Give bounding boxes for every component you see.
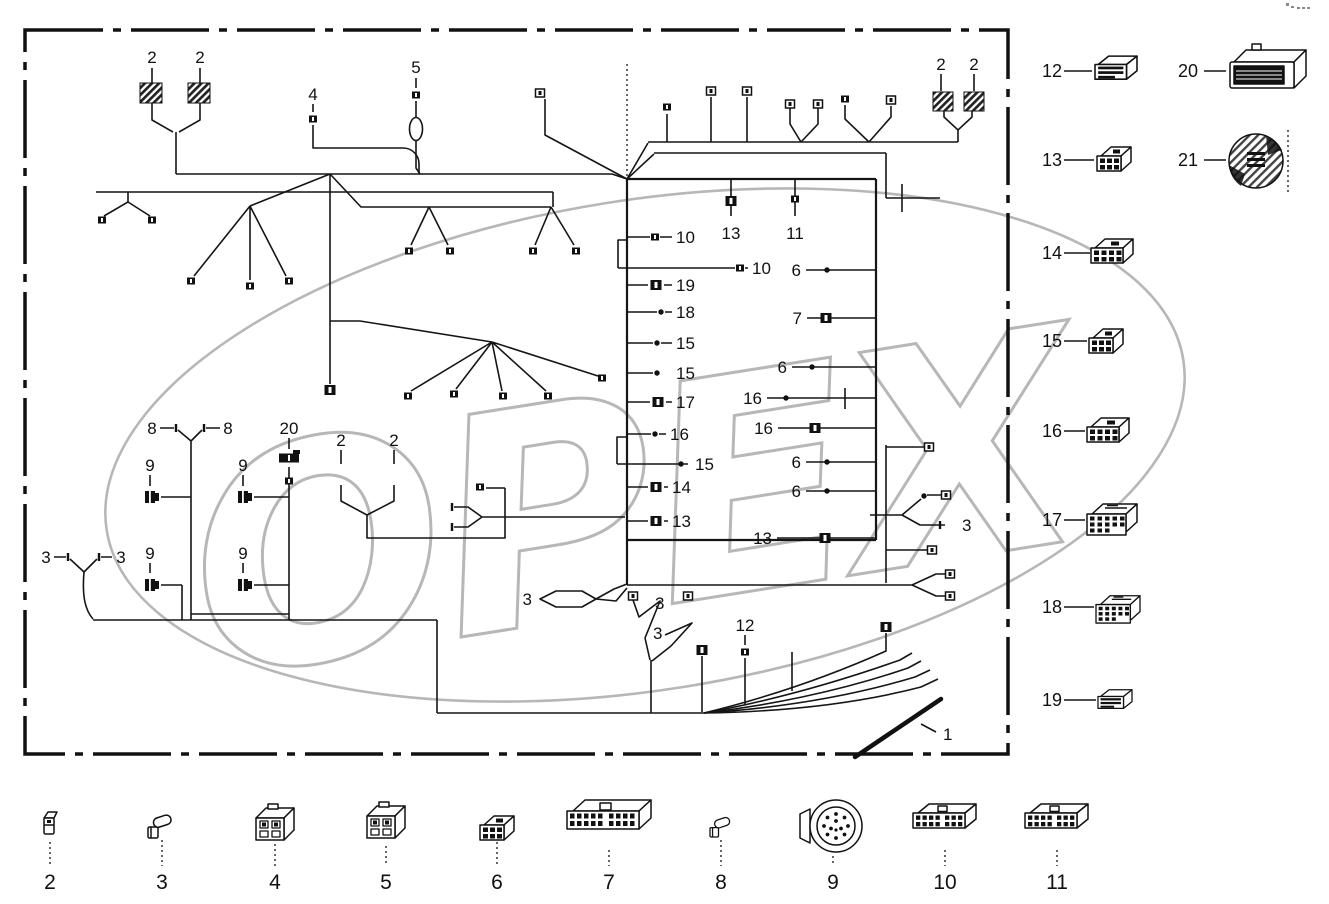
part-15-connector-drawing: [1088, 328, 1124, 354]
part-7-connector-drawing: [566, 799, 652, 830]
part-number: 18: [1042, 597, 1062, 617]
callout-label: 7: [793, 309, 802, 328]
shield-hatch-2c: [932, 91, 954, 112]
callout-label: 10: [676, 228, 695, 247]
part-9-round-connector-drawing: [799, 799, 863, 853]
callout-label: 6: [792, 482, 801, 501]
callout-label: 3: [653, 624, 662, 643]
part-number: 9: [827, 871, 839, 894]
part-11-connector-drawing: [1024, 803, 1089, 829]
callout-label: 20: [280, 419, 299, 438]
callout-label: 9: [145, 456, 154, 475]
callout-label: 13: [753, 529, 772, 548]
part-number: 4: [269, 871, 281, 894]
callout-label: 8: [147, 419, 156, 438]
callout-label: 6: [792, 453, 801, 472]
callout-label: 2: [147, 48, 156, 67]
callout-label: 3: [116, 548, 125, 567]
callout-label: 16: [743, 389, 762, 408]
part-number: 2: [44, 871, 56, 894]
callout-label: 19: [676, 276, 695, 295]
part-number: 5: [380, 871, 392, 894]
part-12-connector-drawing: [1094, 55, 1138, 80]
callout-label: 2: [936, 55, 945, 74]
part-14-connector-drawing: [1090, 238, 1134, 264]
callout-label: 3: [523, 590, 532, 609]
callout-label: 4: [308, 85, 317, 104]
part-6-connector-drawing: [479, 815, 515, 841]
part-10-connector-drawing: [912, 803, 977, 829]
part-number: 11: [1046, 871, 1068, 894]
right-parts-column: 12 20 13 21 14 15 16 17 18 19: [1042, 43, 1307, 710]
callout-label: 6: [778, 358, 787, 377]
diagram-frame-border: [23, 28, 1010, 756]
callout-label: 12: [736, 616, 755, 635]
part-number: 19: [1042, 690, 1062, 710]
corner-marks: [1286, 3, 1310, 9]
part-number: 17: [1042, 510, 1062, 530]
callout-label: 14: [672, 478, 691, 497]
part-3-terminal-drawing: [147, 813, 174, 839]
callout-label: 11: [786, 224, 804, 243]
part-number: 20: [1178, 61, 1198, 81]
callout-label: 9: [238, 544, 247, 563]
callout-label: 9: [238, 456, 247, 475]
callout-label: 5: [411, 58, 420, 77]
callout-label: 10: [752, 259, 771, 278]
callout-label: 13: [722, 224, 741, 243]
shield-hatch-2d: [963, 91, 985, 112]
part-20-relay-drawing: [1229, 43, 1307, 89]
part-16-connector-drawing: [1086, 417, 1130, 443]
callout-label: 6: [792, 261, 801, 280]
callout-label: 2: [969, 55, 978, 74]
callout-label: 18: [676, 303, 695, 322]
part-number: 12: [1042, 61, 1062, 81]
shield-hatch-2b: [187, 82, 211, 104]
callout-label: 8: [223, 419, 232, 438]
callout-label: 13: [672, 512, 691, 531]
callout-label: 9: [145, 544, 154, 563]
callout-label: 3: [41, 548, 50, 567]
bottom-parts-row: 2 3 4 5 6 7 8 9 10 11: [43, 799, 1089, 894]
callout-label: 3: [655, 594, 664, 613]
callout-label: 15: [676, 364, 695, 383]
part-4-connector-drawing: [255, 803, 295, 841]
callout-label: 17: [676, 393, 695, 412]
part-number: 8: [715, 871, 727, 894]
callout-label: 16: [670, 425, 689, 444]
part-number: 14: [1042, 243, 1062, 263]
part-number: 16: [1042, 421, 1062, 441]
part-18-connector-drawing: [1095, 595, 1141, 624]
part-2-terminal-drawing: [43, 811, 58, 835]
callout-label: 16: [754, 419, 773, 438]
part-number: 15: [1042, 331, 1062, 351]
part-19-connector-drawing: [1097, 689, 1133, 710]
callout-label: 1: [943, 725, 952, 744]
part-number: 6: [491, 871, 503, 894]
watermark-opex: OPEX: [165, 261, 1114, 747]
callout-label: 15: [676, 334, 695, 353]
shield-hatch-2a: [139, 82, 163, 104]
part-number: 21: [1178, 150, 1198, 170]
part-number: 10: [933, 871, 956, 894]
callout-label: 2: [389, 431, 398, 450]
part-8-terminal-drawing: [709, 815, 732, 838]
part-number: 3: [156, 871, 168, 894]
callout-label: 2: [195, 48, 204, 67]
callout-label: 3: [962, 516, 971, 535]
part-number: 7: [603, 871, 615, 894]
part-number: 13: [1042, 150, 1062, 170]
diagram-callouts: 2 2 4 5 2 2 13 11 10 10 19 18 15 15 17 1…: [41, 48, 978, 744]
callout-label: 15: [695, 455, 714, 474]
wiring-harness-drawing: [54, 62, 985, 760]
part-13-connector-drawing: [1096, 146, 1132, 172]
part-5-connector-drawing: [366, 801, 406, 839]
part-17-connector-drawing: [1086, 503, 1138, 536]
part-21-grommet-drawing: [1228, 133, 1284, 189]
callout-label: 2: [336, 431, 345, 450]
